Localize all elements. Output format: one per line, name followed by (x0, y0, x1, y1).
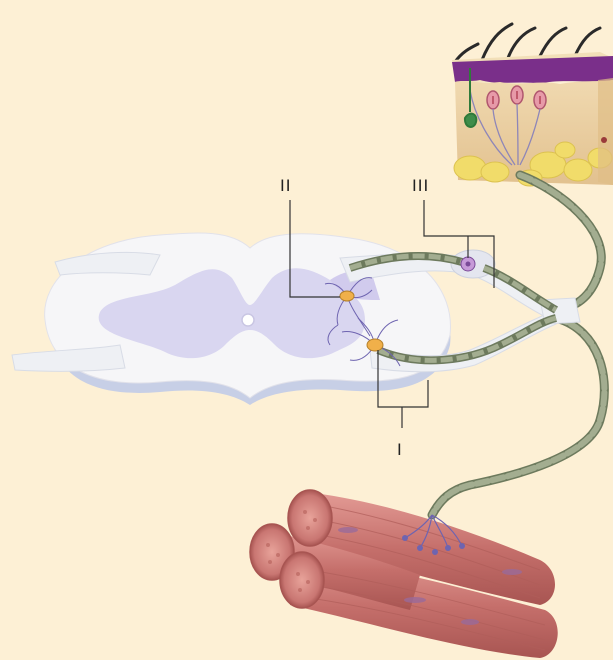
muscle-fiber-bundle-icon (250, 490, 558, 658)
sensory-neuron-cell-body-icon (461, 257, 475, 271)
central-canal (242, 314, 254, 326)
spinal-cord-cross-section-icon (12, 233, 580, 405)
skin-receptor-block-icon (452, 24, 613, 186)
nerve-fibers (432, 175, 604, 515)
label-sensory-neuron: III (412, 176, 429, 196)
label-interneuron: II (280, 176, 291, 196)
label-motor-neuron: I (397, 440, 403, 460)
